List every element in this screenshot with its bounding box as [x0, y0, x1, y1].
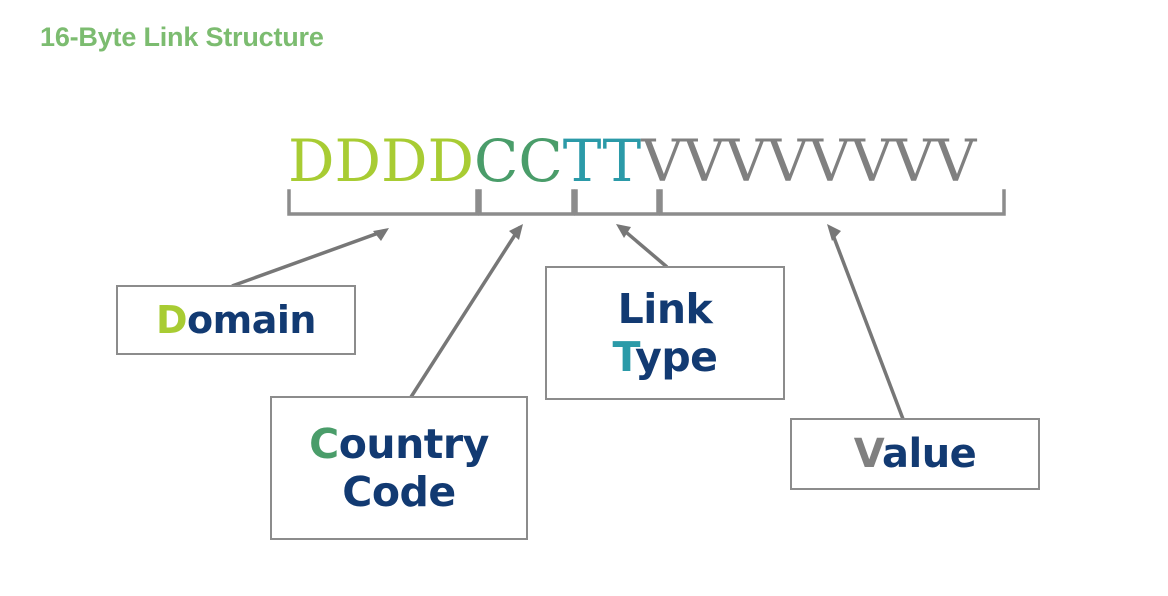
label-value-rest: alue	[881, 431, 977, 477]
bracket-value	[659, 189, 1006, 216]
label-value-accent: V	[853, 431, 883, 477]
label-box-domain: Domain	[116, 285, 356, 355]
arrowhead-link-type	[616, 224, 631, 238]
label-domain-text: Domain	[156, 298, 316, 342]
byte-segment-link-type: TT	[562, 127, 642, 195]
arrowhead-country-code	[509, 224, 523, 240]
label-box-country-code: Country Code	[270, 396, 528, 540]
label-box-value: Value	[790, 418, 1040, 490]
label-country-code-rest: ountry	[338, 419, 490, 468]
byte-segment-domain: DDDD	[288, 127, 475, 195]
bracket-link-type	[574, 189, 660, 216]
byte-segment-country-code: CC	[474, 127, 563, 195]
connector-domain	[231, 229, 385, 288]
label-link-type-rest: ype	[635, 333, 718, 381]
label-domain-accent: D	[156, 298, 188, 342]
label-link-type-accent: T	[612, 333, 636, 381]
byte-sequence: DDDD CC TT VVVVVVVV	[288, 128, 976, 190]
connector-country-code	[409, 226, 522, 398]
label-country-code-line2: Code	[342, 468, 456, 516]
connector-link-type	[618, 225, 669, 269]
bracket-country-code	[478, 189, 575, 216]
connector-value	[828, 226, 905, 420]
label-value-text: Value	[854, 431, 977, 477]
bracket-domain	[287, 189, 479, 216]
label-box-link-type: Link Type	[545, 266, 785, 400]
label-domain-rest: omain	[187, 298, 316, 342]
arrowhead-value	[827, 224, 841, 241]
arrowhead-domain	[373, 228, 389, 241]
label-country-code-accent: C	[309, 419, 339, 468]
byte-segment-value: VVVVVVVV	[641, 127, 977, 195]
label-link-type-line2: Type	[612, 333, 719, 381]
label-link-type-line1: Link	[617, 284, 713, 333]
page-title: 16-Byte Link Structure	[40, 22, 324, 52]
label-country-code-line1: Country	[309, 420, 489, 468]
